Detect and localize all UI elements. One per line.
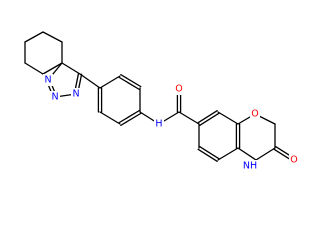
atom-label-background: [289, 154, 299, 166]
bond-line: [99, 75, 121, 89]
bond-line: [237, 147, 257, 161]
bond-line: [217, 111, 239, 125]
double-bond-line: [120, 73, 142, 88]
atom-label-background: [50, 91, 60, 103]
bond-line: [79, 73, 101, 89]
atom-label-nh: NH: [243, 161, 257, 172]
atom-label-n: N: [51, 92, 58, 103]
atom-label-o: O: [175, 84, 182, 95]
atom-label-n: N: [44, 75, 51, 86]
bond-line: [255, 147, 276, 161]
double-bond-line: [118, 76, 140, 91]
atom-label-o: O: [290, 155, 297, 166]
atom-label-background: [71, 88, 81, 100]
atom-label-background: [250, 108, 260, 120]
bond-line: [24, 62, 44, 75]
bond-line: [42, 62, 63, 75]
bond-line: [42, 31, 63, 43]
double-bond-line: [199, 112, 220, 127]
double-bond-line: [120, 112, 142, 127]
double-bond-line: [197, 148, 218, 163]
double-bond-line: [197, 109, 218, 124]
bond-line: [178, 111, 200, 125]
double-bond-line: [118, 109, 140, 124]
atom-label-h: H: [155, 119, 162, 130]
atom-label-background: [154, 118, 164, 130]
bond-line: [99, 111, 121, 125]
atom-label-n: N: [72, 89, 79, 100]
atom-label-o: O: [251, 109, 258, 120]
bond-line: [217, 147, 239, 161]
atom-label-background: [43, 74, 53, 86]
double-bond-line: [199, 145, 220, 160]
atom-label-background: [174, 83, 184, 95]
atom-label-background: [242, 160, 258, 172]
bond-line: [24, 31, 44, 43]
bond-line: [61, 62, 81, 75]
